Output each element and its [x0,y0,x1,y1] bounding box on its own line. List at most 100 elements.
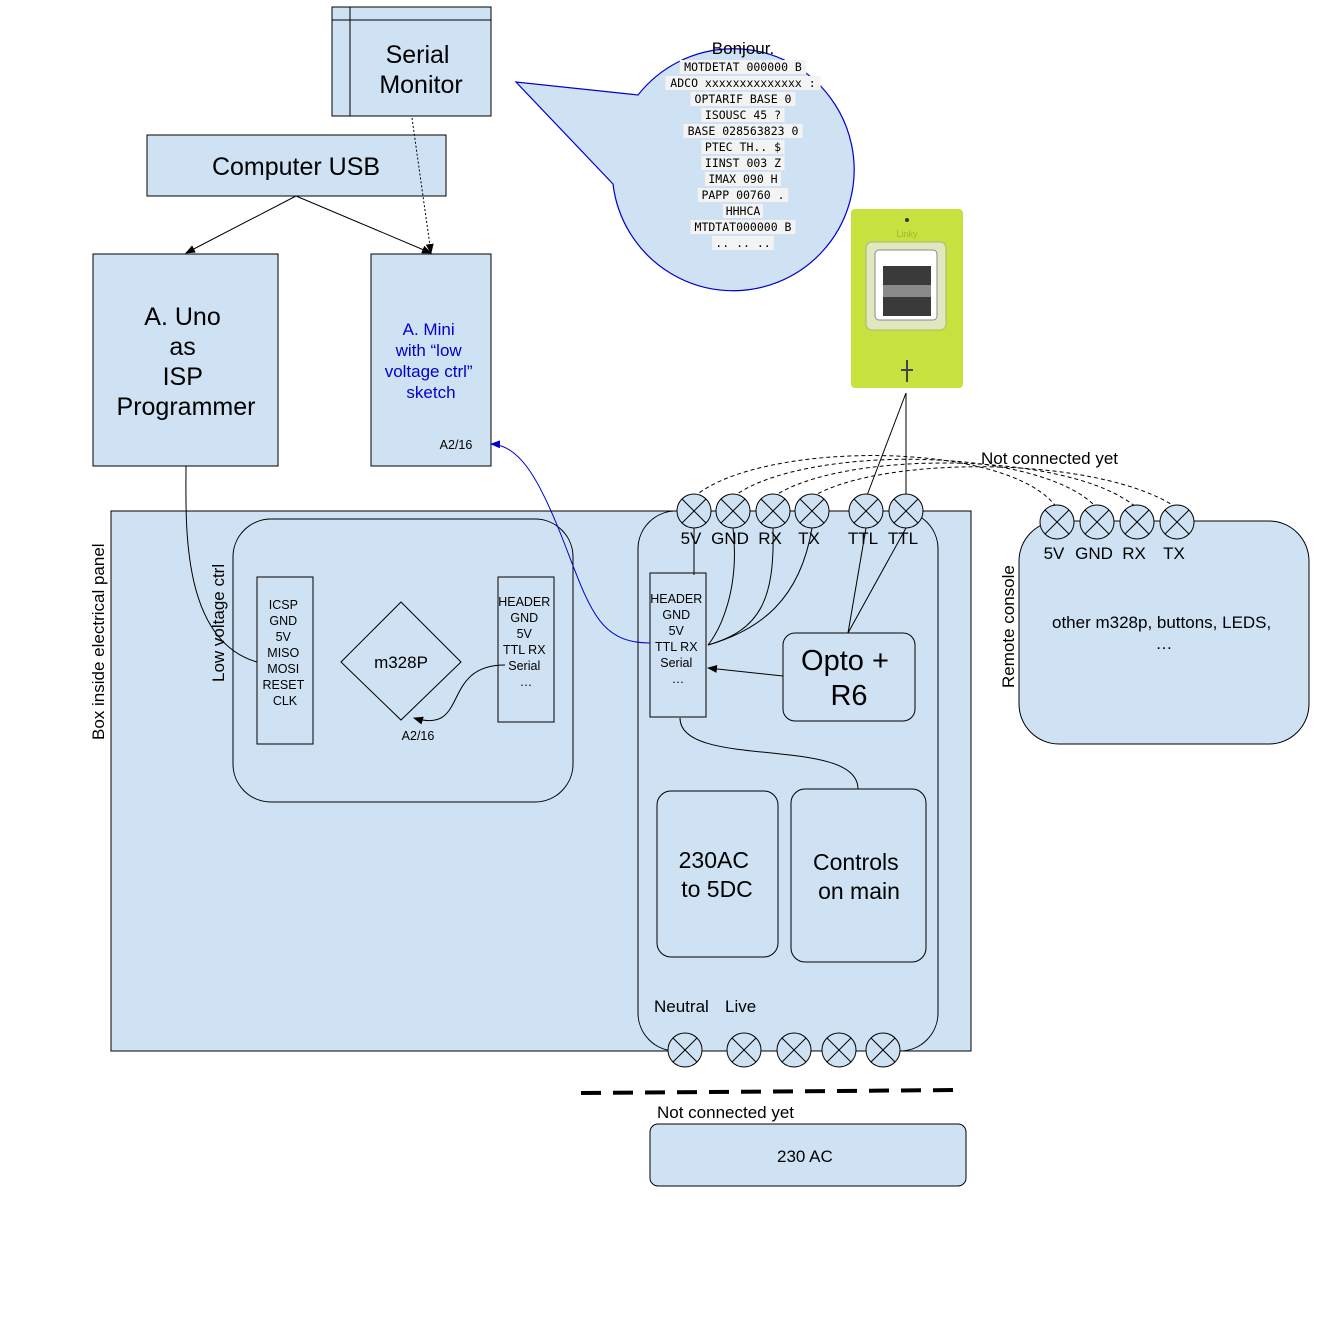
computer-usb-label: Computer USB [212,153,380,181]
terminal-label: TX [798,529,820,548]
terminal-connector [755,493,791,529]
bubble-line: ADCO xxxxxxxxxxxxxx : [670,76,815,90]
remote-terminal-connector [1079,504,1115,540]
terminal-connector [715,493,751,529]
bubble-line-bg [690,92,796,106]
dashed-separator [580,1088,961,1095]
icsp-block [256,576,314,745]
bubble-lines: MOTDETAT 000000 B ADCO xxxxxxxxxxxxxx : OP… [665,60,821,250]
remote-terminal-label: 5V [1044,544,1065,563]
controls-text: Controls on main [813,849,905,904]
bubble-line-bg [683,124,803,138]
m328p-chip [340,601,462,721]
serial-monitor-to-mini-link [411,117,434,254]
bubble-line-bg [701,156,785,170]
opto-r6-text: Opto + R6 [801,645,897,712]
remote-terminal-connector [1159,504,1195,540]
bottom-terminal-connector [776,1032,812,1068]
terminal-label: GND [711,529,749,548]
serial-monitor-block [331,6,492,117]
computer-usb-block [146,134,447,197]
opto-to-header-wire [707,664,784,677]
remote-terminal-label: TX [1163,544,1185,563]
serial-monitor-text: Serial Monitor [379,41,462,99]
psu-text: 230AC to 5DC [679,847,756,902]
bottom-terminal-connector [667,1032,703,1068]
terminal-label: TTL [848,529,878,548]
terminal-wires [693,527,907,646]
neutral-label: Neutral [654,997,709,1016]
not-connected-top-label: Not connected yet [981,449,1118,468]
mini-text: A. Mini with “low voltage ctrl” sketch [385,320,478,402]
low-voltage-ctrl-label: Low voltage ctrl [209,564,228,682]
terminal-label: RX [758,529,782,548]
psu-block [656,790,779,958]
bubble-line: IINST 003 Z [705,156,781,170]
bottom-terminal-connector [865,1032,901,1068]
bubble-line-bg [701,108,785,122]
m328p-label: m328P [374,653,428,672]
terminal-connector [888,493,924,529]
bottom-terminal-connector [821,1032,857,1068]
bubble-line: MOTDETAT 000000 B [684,60,802,74]
mini-block [370,253,492,467]
uno-isp-block [92,253,279,467]
remote-console-label: Remote console [999,565,1018,688]
bubble-line-bg [690,220,796,234]
remote-terminal-label: RX [1122,544,1146,563]
bubble-line: PTEC TH.. $ [705,140,781,154]
main-header-block [649,572,707,718]
bubble-line-bg [665,76,821,90]
plug-icon [901,360,913,382]
terminal-label: TTL [888,529,918,548]
terminal-connector [794,493,830,529]
bubble-line: OPTARIF BASE 0 [695,92,792,106]
main-header-text: HEADER GND 5V TTL RX Serial … [650,592,706,686]
remote-terminal-connector [1039,504,1075,540]
ac-supply-box [649,1123,967,1187]
bubble-line: PAPP 00760 . [701,188,784,202]
bubble-line: .. .. .. [715,236,770,250]
bottom-terminal-connector [726,1032,762,1068]
low-voltage-header-block [497,576,555,723]
low-voltage-header-text: HEADER GND 5V TTL RX Serial … [498,595,554,689]
terminal-connector [676,493,712,529]
bubble-line: MTDTAT000000 B [695,220,792,234]
header-to-chip-wire [413,664,506,725]
opto-r6-block [782,632,916,722]
linky-ttl-wire-1 [865,392,907,499]
terminal-label: 5V [681,529,702,548]
usb-to-uno-arrow [185,195,297,254]
linky-brand: Linky [896,229,918,239]
terminal-connector [848,493,884,529]
uno-to-icsp-wire [185,465,258,663]
controls-block [790,788,927,963]
bubble-line-bg [679,60,807,74]
bubble-line: HHHCA [726,204,761,218]
uno-isp-text: A. Uno as ISP Programmer [117,303,256,421]
not-connected-dashed-links [693,455,1178,509]
bubble-title: Bonjour. [712,39,774,58]
remote-terminal-label: GND [1075,544,1113,563]
remote-terminal-connector [1119,504,1155,540]
bubble-line: BASE 028563823 0 [688,124,799,138]
bubble-line-bg [723,204,763,218]
live-label: Live [725,997,756,1016]
remote-console-text: other m328p, buttons, LEDS, … [1052,613,1276,653]
not-connected-bottom-label: Not connected yet [657,1103,794,1122]
mini-a2-blue-wire [490,440,651,644]
icsp-text: ICSP GND 5V MISO MOSI RESET CLK [263,598,308,708]
panel-box-label: Box inside electrical panel [89,543,108,740]
bubble-line-bg [712,236,774,250]
ac-supply-label: 230 AC [777,1147,833,1166]
bubble-line: IMAX 090 H [708,172,777,186]
usb-to-mini-arrow [295,195,432,254]
header-to-controls-wire [679,717,859,790]
bubble-line-bg [697,188,789,202]
bubble-line: ISOUSC 45 ? [705,108,781,122]
mini-pin-label: A2/16 [440,438,473,452]
bubble-line-bg [701,140,785,154]
m328p-pin-label: A2/16 [402,729,435,743]
bubble-line-bg [705,172,781,186]
